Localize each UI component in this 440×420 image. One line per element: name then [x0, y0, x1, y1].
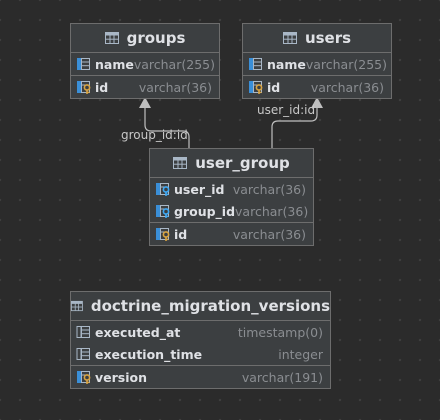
column-name: name [267, 56, 306, 72]
column-icon [77, 58, 90, 70]
column-type: varchar(36) [232, 181, 306, 197]
column-name: version [95, 369, 148, 385]
column-row[interactable]: group_id varchar(36) [150, 200, 313, 222]
primary-key-icon [249, 81, 263, 94]
relation-line-group [144, 103, 190, 148]
column-row[interactable]: name varchar(255) [71, 53, 219, 75]
foreign-key-icon [156, 205, 170, 218]
primary-key-icon [156, 228, 170, 241]
relation-label-group-id: group_id:id [121, 128, 188, 142]
column-type: integer [278, 346, 323, 362]
table-name: users [304, 29, 352, 47]
table-user-group[interactable]: user_group user_id varchar(36) group_id … [149, 148, 314, 246]
primary-key-icon [77, 371, 91, 384]
column-name: id [95, 79, 109, 95]
column-name: id [267, 79, 281, 95]
relation-label-user-id: user_id:id [257, 103, 316, 117]
column-icon [76, 326, 90, 338]
column-type: timestamp(0) [237, 324, 323, 340]
column-type: varchar(255) [133, 56, 215, 72]
column-type: varchar(36) [310, 79, 384, 95]
column-name: group_id [174, 203, 236, 219]
column-row[interactable]: id varchar(36) [150, 222, 313, 245]
column-row[interactable]: name varchar(255) [243, 53, 391, 75]
table-name: groups [126, 29, 186, 47]
column-row[interactable]: id varchar(36) [71, 75, 219, 98]
column-name: name [95, 56, 134, 72]
column-name: user_id [174, 181, 225, 197]
table-icon [282, 32, 297, 44]
primary-key-icon [77, 81, 91, 94]
table-name: user_group [195, 154, 290, 172]
column-type: varchar(36) [235, 203, 309, 219]
column-type: varchar(36) [232, 226, 306, 242]
foreign-key-icon [156, 183, 170, 196]
column-icon [249, 58, 262, 70]
column-row[interactable]: executed_at timestamp(0) [71, 321, 330, 343]
column-type: varchar(36) [138, 79, 212, 95]
column-name: execution_time [95, 346, 203, 362]
table-header: groups [71, 24, 219, 53]
relation-arrow-group [139, 97, 151, 108]
relation-arrow-user [311, 97, 323, 108]
column-row[interactable]: user_id varchar(36) [150, 178, 313, 200]
table-doctrine-migration-versions[interactable]: doctrine_migration_versions executed_at … [70, 291, 331, 389]
column-name: id [174, 226, 188, 242]
table-header: users [243, 24, 391, 53]
relation-line-user [271, 103, 318, 148]
table-icon [104, 32, 119, 44]
column-row[interactable]: version varchar(191) [71, 365, 330, 388]
column-type: varchar(191) [241, 369, 323, 385]
column-row[interactable]: id varchar(36) [243, 75, 391, 98]
table-groups[interactable]: groups name varchar(255) id varchar(36) [70, 23, 220, 99]
table-icon [173, 157, 188, 169]
column-name: executed_at [95, 324, 181, 340]
column-icon [76, 348, 90, 360]
table-name: doctrine_migration_versions [90, 297, 330, 315]
table-header: doctrine_migration_versions [71, 292, 330, 321]
column-row[interactable]: execution_time integer [71, 343, 330, 365]
table-icon [71, 300, 83, 312]
table-header: user_group [150, 149, 313, 178]
table-users[interactable]: users name varchar(255) id varchar(36) [242, 23, 392, 99]
column-type: varchar(255) [305, 56, 387, 72]
